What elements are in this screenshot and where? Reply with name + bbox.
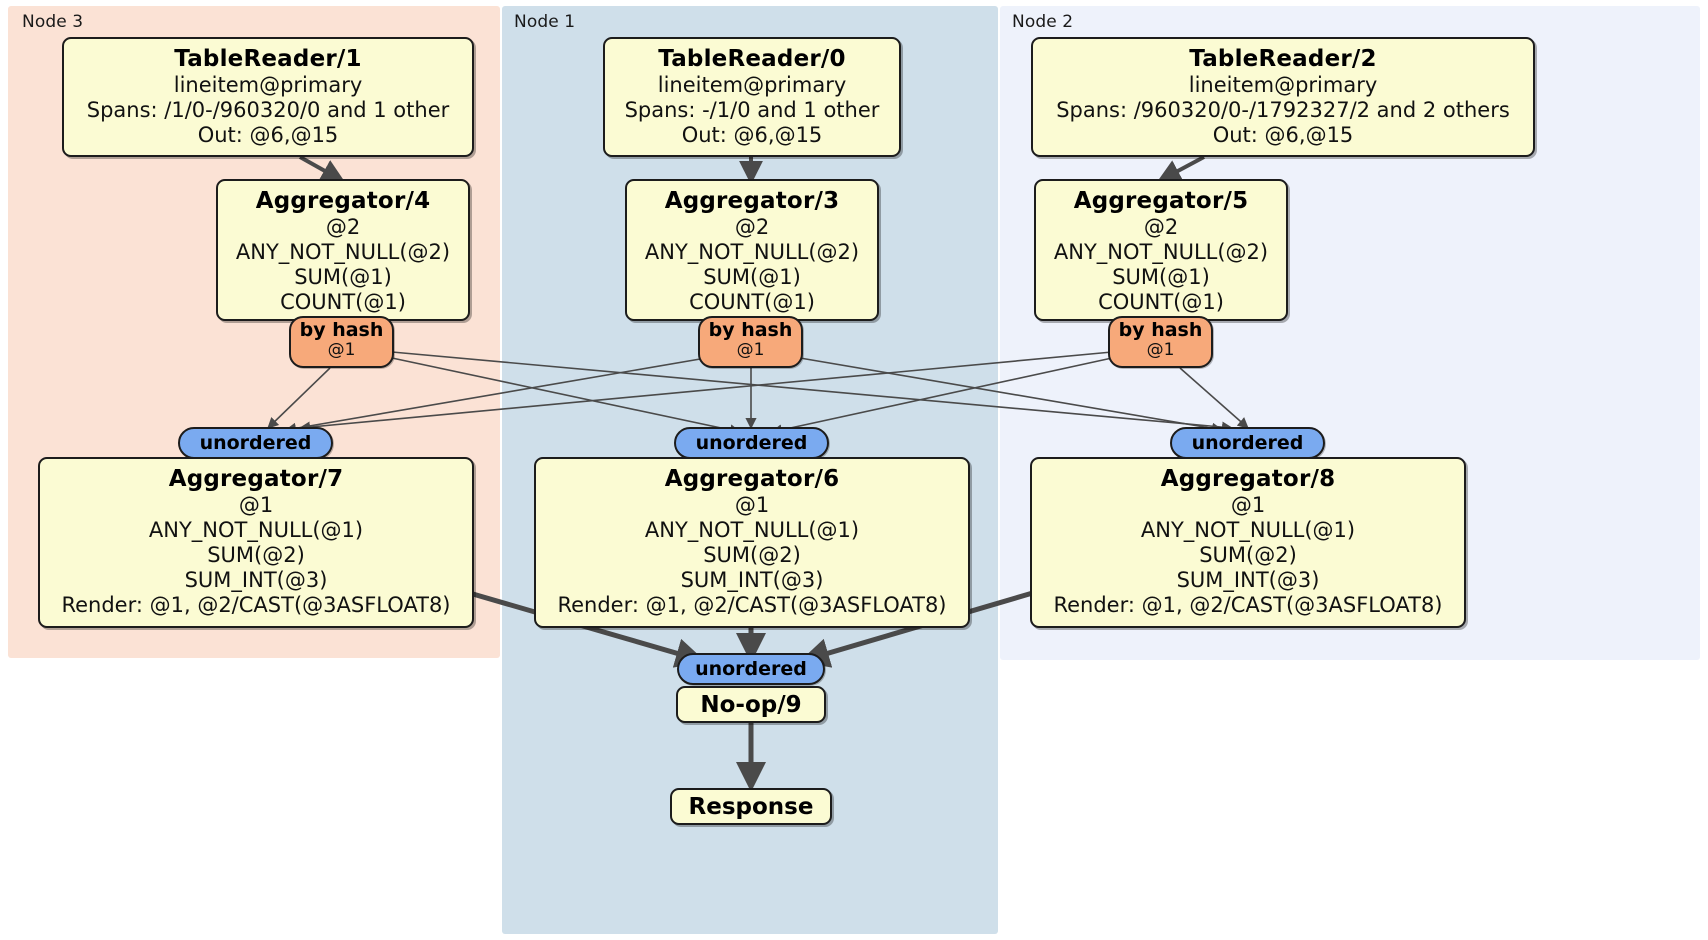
processor-func: ANY_NOT_NULL(@1)	[1140, 518, 1356, 542]
processor-title: Aggregator/8	[1160, 466, 1336, 492]
node-panel-label-node2: Node 2	[1012, 12, 1074, 32]
processor-title: Aggregator/5	[1073, 188, 1249, 214]
processor-func: SUM(@1)	[703, 265, 801, 289]
processor-group: @1	[1230, 493, 1266, 517]
processor-group: @1	[734, 493, 770, 517]
processor-func: SUM_INT(@3)	[184, 568, 328, 592]
badge-unordered-left[interactable]: unordered	[178, 427, 333, 459]
processor-spans: Spans: /960320/0-/1792327/2 and 2 others	[1056, 98, 1510, 122]
processor-aggregator-6[interactable]: Aggregator/6 @1 ANY_NOT_NULL(@1) SUM(@2)…	[534, 457, 970, 628]
processor-render: Render: @1, @2/CAST(@3ASFLOAT8)	[557, 593, 947, 617]
badge-column: @1	[736, 340, 765, 360]
processor-title: Aggregator/6	[664, 466, 840, 492]
badge-unordered-right[interactable]: unordered	[1170, 427, 1325, 459]
processor-spans: Spans: -/1/0 and 1 other	[624, 98, 880, 122]
processor-render: Render: @1, @2/CAST(@3ASFLOAT8)	[61, 593, 451, 617]
processor-noop-9[interactable]: No-op/9	[676, 686, 826, 723]
processor-aggregator-8[interactable]: Aggregator/8 @1 ANY_NOT_NULL(@1) SUM(@2)…	[1030, 457, 1466, 628]
processor-title: Aggregator/3	[664, 188, 840, 214]
processor-aggregator-3[interactable]: Aggregator/3 @2 ANY_NOT_NULL(@2) SUM(@1)…	[625, 179, 879, 321]
processor-group: @2	[325, 215, 361, 239]
badge-label: unordered	[695, 658, 807, 680]
edge-reader-to-agg	[299, 155, 1205, 185]
processor-title: Aggregator/7	[168, 466, 344, 492]
badge-label: unordered	[199, 432, 312, 454]
badge-by-hash-center[interactable]: by hash @1	[698, 316, 803, 368]
node-panel-label-node1: Node 1	[514, 12, 576, 32]
badge-column: @1	[1146, 340, 1175, 360]
processor-func: SUM(@2)	[1199, 543, 1297, 567]
processor-out: Out: @6,@15	[197, 123, 339, 147]
processor-title: Response	[688, 793, 814, 820]
processor-title: TableReader/0	[658, 46, 846, 72]
processor-func: SUM(@1)	[294, 265, 392, 289]
processor-func: COUNT(@1)	[280, 290, 406, 314]
processor-func: ANY_NOT_NULL(@2)	[644, 240, 860, 264]
badge-unordered-final[interactable]: unordered	[677, 653, 825, 685]
badge-by-hash-right[interactable]: by hash @1	[1108, 316, 1213, 368]
processor-table: lineitem@primary	[1188, 73, 1378, 97]
processor-out: Out: @6,@15	[1212, 123, 1354, 147]
processor-group: @1	[238, 493, 274, 517]
processor-func: COUNT(@1)	[1098, 290, 1224, 314]
processor-func: SUM_INT(@3)	[680, 568, 824, 592]
processor-tablereader-2[interactable]: TableReader/2 lineitem@primary Spans: /9…	[1031, 37, 1535, 157]
badge-column: @1	[327, 340, 356, 360]
processor-func: ANY_NOT_NULL(@1)	[644, 518, 860, 542]
processor-func: SUM(@2)	[207, 543, 305, 567]
processor-func: SUM(@1)	[1112, 265, 1210, 289]
processor-title: No-op/9	[700, 691, 802, 718]
processor-func: COUNT(@1)	[689, 290, 815, 314]
processor-aggregator-5[interactable]: Aggregator/5 @2 ANY_NOT_NULL(@2) SUM(@1)…	[1034, 179, 1288, 321]
badge-kind: by hash	[1118, 319, 1203, 341]
processor-title: TableReader/2	[1189, 46, 1377, 72]
processor-title: TableReader/1	[174, 46, 362, 72]
processor-func: SUM_INT(@3)	[1176, 568, 1320, 592]
processor-out: Out: @6,@15	[681, 123, 823, 147]
processor-group: @2	[1143, 215, 1179, 239]
processor-table: lineitem@primary	[173, 73, 363, 97]
edge-hash-shuffle	[267, 351, 1249, 436]
processor-func: ANY_NOT_NULL(@1)	[148, 518, 364, 542]
processor-tablereader-0[interactable]: TableReader/0 lineitem@primary Spans: -/…	[603, 37, 901, 157]
node-panel-label-node3: Node 3	[22, 12, 84, 32]
badge-unordered-center[interactable]: unordered	[674, 427, 829, 459]
badge-kind: by hash	[708, 319, 793, 341]
badge-label: unordered	[1191, 432, 1304, 454]
badge-by-hash-left[interactable]: by hash @1	[289, 316, 394, 368]
processor-aggregator-7[interactable]: Aggregator/7 @1 ANY_NOT_NULL(@1) SUM(@2)…	[38, 457, 474, 628]
processor-response[interactable]: Response	[670, 788, 832, 825]
processor-spans: Spans: /1/0-/960320/0 and 1 other	[86, 98, 450, 122]
processor-func: SUM(@2)	[703, 543, 801, 567]
processor-group: @2	[734, 215, 770, 239]
processor-render: Render: @1, @2/CAST(@3ASFLOAT8)	[1053, 593, 1443, 617]
badge-kind: by hash	[299, 319, 384, 341]
processor-aggregator-4[interactable]: Aggregator/4 @2 ANY_NOT_NULL(@2) SUM(@1)…	[216, 179, 470, 321]
processor-table: lineitem@primary	[657, 73, 847, 97]
processor-title: Aggregator/4	[255, 188, 431, 214]
processor-func: ANY_NOT_NULL(@2)	[235, 240, 451, 264]
badge-label: unordered	[695, 432, 808, 454]
processor-func: ANY_NOT_NULL(@2)	[1053, 240, 1269, 264]
processor-tablereader-1[interactable]: TableReader/1 lineitem@primary Spans: /1…	[62, 37, 474, 157]
